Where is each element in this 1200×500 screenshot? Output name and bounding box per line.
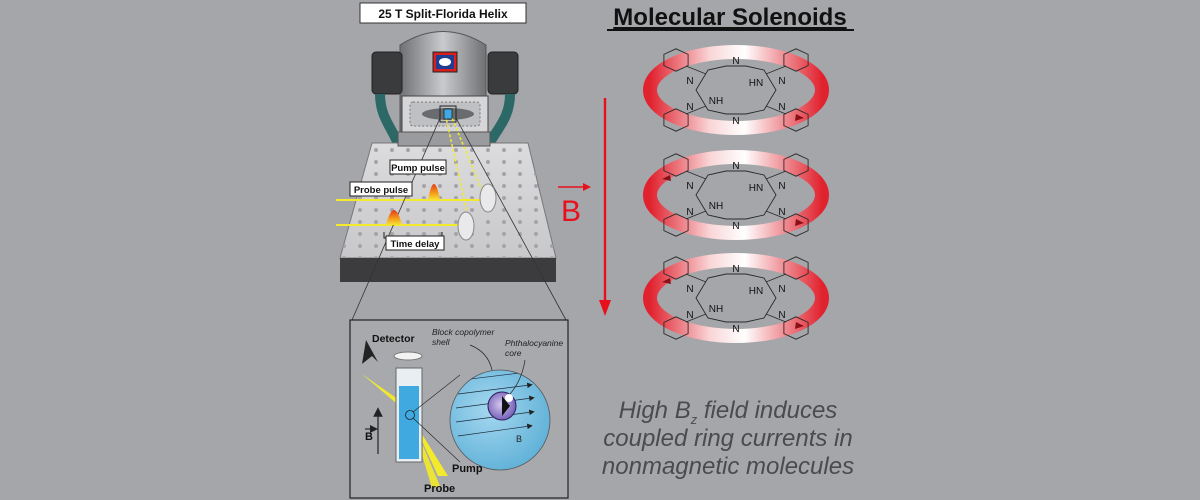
small-field-icon: B	[516, 434, 522, 444]
field-label: B	[561, 195, 581, 228]
current-arrow-icon	[795, 114, 804, 121]
ring-atom-label: N	[778, 181, 785, 192]
ring-atom-label: NH	[709, 96, 723, 107]
ring-atom-label: N	[732, 116, 739, 127]
ring-stack: N N N N NH HN N N N N N N NH HN N N N N N N NH HN N N	[643, 45, 829, 343]
inset-panel: Detector B B Block copolymer	[349, 319, 569, 499]
phthalocyanine-skeleton	[663, 256, 809, 340]
ring-atom-label: NH	[709, 201, 723, 212]
current-arrow-icon	[795, 322, 804, 329]
ring-atom-label: N	[686, 207, 693, 218]
ring-atom-label: N	[732, 221, 739, 232]
phthalocyanine-skeleton	[663, 153, 809, 237]
detector-lens	[393, 351, 423, 361]
solenoid-ring: N N N N NH HN N N	[643, 45, 829, 135]
ring-atom-label: N	[686, 76, 693, 87]
magnet-title: 25 T Split-Florida Helix	[378, 7, 508, 21]
probe-pulse-label: Probe pulse	[354, 185, 408, 196]
solenoids-title: Molecular Solenoids	[613, 4, 846, 31]
optical-table: Pump pulse Probe pulse Time delay	[336, 117, 567, 321]
ring-atom-label: N	[686, 181, 693, 192]
table-side	[340, 258, 556, 282]
solenoid-ring: N N N N NH HN N N	[643, 150, 829, 240]
detector-arrow-icon	[362, 340, 378, 364]
inset-field-label: B	[365, 431, 373, 443]
pump-pulse-box	[389, 159, 447, 175]
pump-pulse-shape	[428, 184, 440, 200]
ring-atom-label: NH	[709, 304, 723, 315]
current-ring	[643, 253, 829, 343]
ring-atom-label: HN	[749, 78, 763, 89]
mirror-2	[457, 211, 475, 241]
ring-atom-label: N	[686, 102, 693, 113]
field-arrow	[599, 98, 611, 316]
caption-line-2: coupled ring currents in	[603, 425, 852, 452]
ring-atom-label: HN	[749, 183, 763, 194]
ring-atom-label: N	[778, 76, 785, 87]
ring-atom-label: N	[732, 264, 739, 275]
pump-pulse-label: Pump pulse	[391, 163, 445, 174]
pump-label: Pump	[452, 463, 483, 475]
detector-label: Detector	[372, 333, 415, 345]
ring-atom-label: N	[686, 284, 693, 295]
probe-pulse-box	[349, 181, 413, 197]
phthalocyanine-skeleton	[663, 48, 809, 132]
ring-atom-label: N	[778, 284, 785, 295]
ring-atom-label: N	[778, 310, 785, 321]
caption-line-3: nonmagnetic molecules	[602, 453, 854, 480]
ring-atom-label: N	[686, 310, 693, 321]
ring-atom-label: N	[778, 102, 785, 113]
caption: High Bz field induces coupled ring curre…	[602, 397, 854, 480]
ring-atom-label: N	[732, 161, 739, 172]
current-arrow-icon	[795, 219, 804, 226]
solenoid-ring: N N N N NH HN N N	[643, 253, 829, 343]
probe-pulse-shape	[386, 210, 402, 225]
current-arrow-icon	[662, 175, 671, 181]
core-label: Phthalocyanine core	[505, 338, 566, 358]
shell-label: Block copolymer shell	[432, 327, 497, 347]
left-coil	[371, 51, 403, 95]
current-arrow-icon	[662, 278, 671, 284]
caption-line-1: High Bz field induces	[619, 397, 838, 427]
ring-atom-label: N	[732, 56, 739, 67]
current-ring	[643, 45, 829, 135]
time-delay-box	[385, 235, 445, 251]
time-delay-label: Time delay	[391, 239, 441, 250]
ring-atom-label: N	[778, 207, 785, 218]
current-ring	[643, 150, 829, 240]
right-coil	[487, 51, 519, 95]
magnet: 25 T Split-Florida Helix	[359, 2, 527, 161]
probe-label: Probe	[424, 483, 455, 495]
magnet-title-box	[359, 2, 527, 24]
ring-atom-label: HN	[749, 286, 763, 297]
ring-atom-label: N	[732, 324, 739, 335]
mirror-1	[479, 183, 497, 213]
